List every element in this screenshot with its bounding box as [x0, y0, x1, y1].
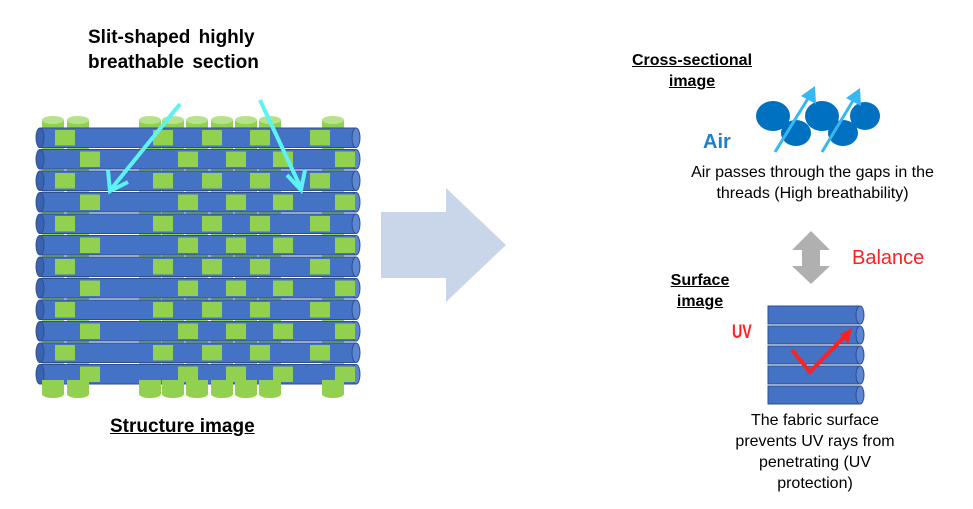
- surface-thread: [767, 345, 861, 365]
- uv-arrow-head: [840, 328, 852, 344]
- cross-section-threads: [756, 101, 880, 146]
- air-flow-arrows: [773, 86, 861, 153]
- surface-threads: [767, 305, 865, 405]
- weft-thread: [39, 342, 357, 363]
- balance-double-arrow: [792, 231, 830, 284]
- weft-thread: [39, 299, 357, 320]
- air-description: Air passes through the gaps in the threa…: [691, 164, 934, 202]
- air-label: Air: [703, 131, 731, 153]
- weft-thread: [39, 213, 357, 234]
- weft-thread: [39, 127, 357, 148]
- weft-thread: [39, 256, 357, 277]
- surface-thread: [767, 305, 861, 325]
- slit-section-label: Slit-shaped highly breathable section: [88, 27, 259, 73]
- slit-pointer-arrows: [106, 99, 307, 195]
- transition-arrow: [381, 188, 506, 302]
- uv-label: UV: [732, 322, 752, 343]
- surface-image-title: Surface image: [670, 272, 730, 310]
- woven-structure-illustration: [35, 116, 361, 398]
- uv-description: The fabric surface prevents UV rays from…: [735, 412, 895, 492]
- structure-image-caption: Structure image: [110, 416, 255, 437]
- weft-thread: [39, 170, 357, 191]
- cross-section-title: Cross-sectional image: [631, 52, 753, 90]
- surface-thread: [767, 385, 861, 405]
- balance-label: Balance: [852, 247, 925, 269]
- uv-reflection-arrow: [790, 331, 850, 375]
